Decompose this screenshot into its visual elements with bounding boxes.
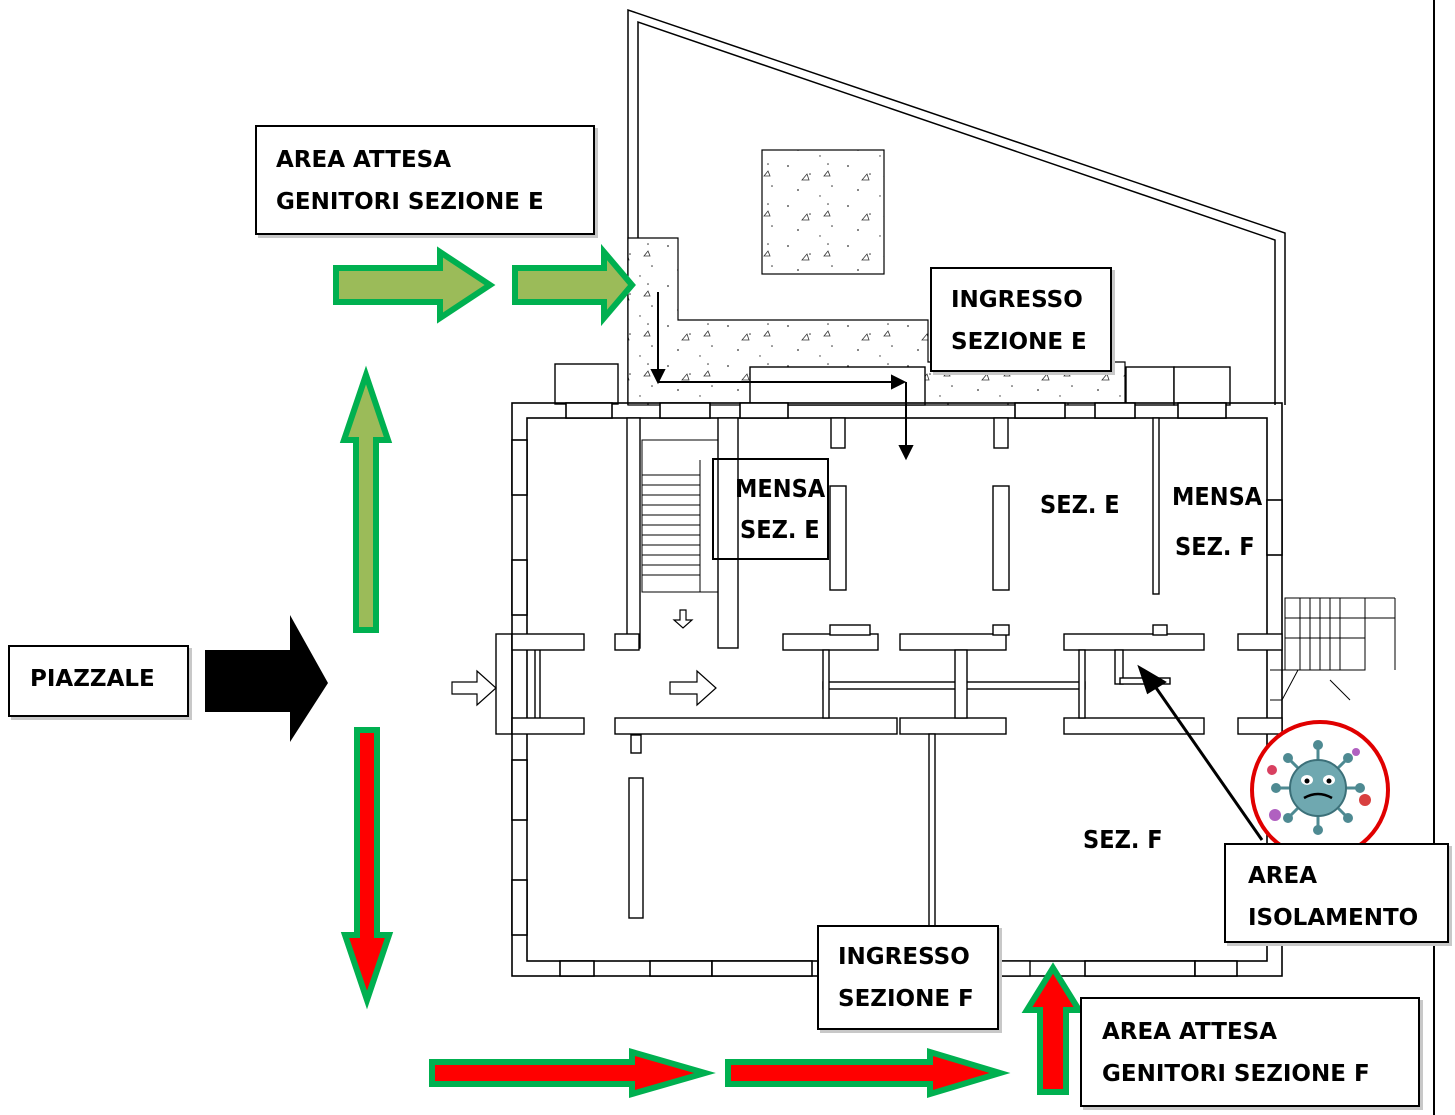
external-staircase <box>1270 597 1396 701</box>
label-line: INGRESSO <box>838 944 970 970</box>
label-line: INGRESSO <box>951 287 1083 313</box>
arrow-green-up <box>339 365 393 633</box>
west-entrance <box>495 633 541 735</box>
arrow-red-down <box>340 727 394 1010</box>
label-line: AREA <box>1248 863 1318 889</box>
room-label-sez-f: SEZ. F <box>1083 825 1163 854</box>
room-label-mensa-e-2: SEZ. E <box>740 515 820 544</box>
label-area-attesa-sezione-f: AREA ATTESA GENITORI SEZIONE F <box>1080 997 1420 1107</box>
building-walls <box>511 402 1283 977</box>
room-label-sez-e: SEZ. E <box>1040 490 1120 519</box>
label-line: AREA ATTESA <box>1102 1019 1278 1045</box>
arrow-green-right-2 <box>512 243 636 327</box>
virus-icon <box>1250 720 1390 860</box>
room-label-mensa-f-2: SEZ. F <box>1175 532 1255 561</box>
courtyard-outline <box>627 8 1286 405</box>
label-mensa-box <box>712 458 829 560</box>
isolation-pointer <box>1137 664 1264 841</box>
arrow-black-right <box>205 615 328 742</box>
arrow-red-right-2 <box>725 1047 1011 1099</box>
label-line: GENITORI SEZIONE E <box>276 189 544 215</box>
room-label-mensa-f-1: MENSA <box>1172 482 1263 511</box>
label-ingresso-sezione-e: INGRESSO SEZIONE E <box>930 267 1112 372</box>
label-line: AREA ATTESA <box>276 147 452 173</box>
label-line: ISOLAMENTO <box>1248 905 1419 931</box>
label-ingresso-sezione-f: INGRESSO SEZIONE F <box>817 925 999 1030</box>
label-line: SEZIONE E <box>951 329 1087 355</box>
label-piazzale: PIAZZALE <box>8 645 189 717</box>
label-line: GENITORI SEZIONE F <box>1102 1061 1370 1087</box>
north-annexes <box>554 363 1231 406</box>
arrow-red-right-1 <box>429 1048 716 1098</box>
interior-arrows <box>451 609 717 707</box>
label-line: SEZIONE F <box>838 986 974 1012</box>
arrow-red-up <box>1021 962 1085 1095</box>
arrow-green-right-1 <box>333 246 496 324</box>
room-label-mensa-e-1: MENSA <box>735 474 826 503</box>
label-area-attesa-sezione-e: AREA ATTESA GENITORI SEZIONE E <box>255 125 595 235</box>
interior-walls <box>511 417 1283 977</box>
label-line: PIAZZALE <box>30 666 155 692</box>
staircase <box>641 439 719 593</box>
entry-path-e <box>650 292 914 461</box>
label-area-isolamento: AREA ISOLAMENTO <box>1224 843 1449 943</box>
